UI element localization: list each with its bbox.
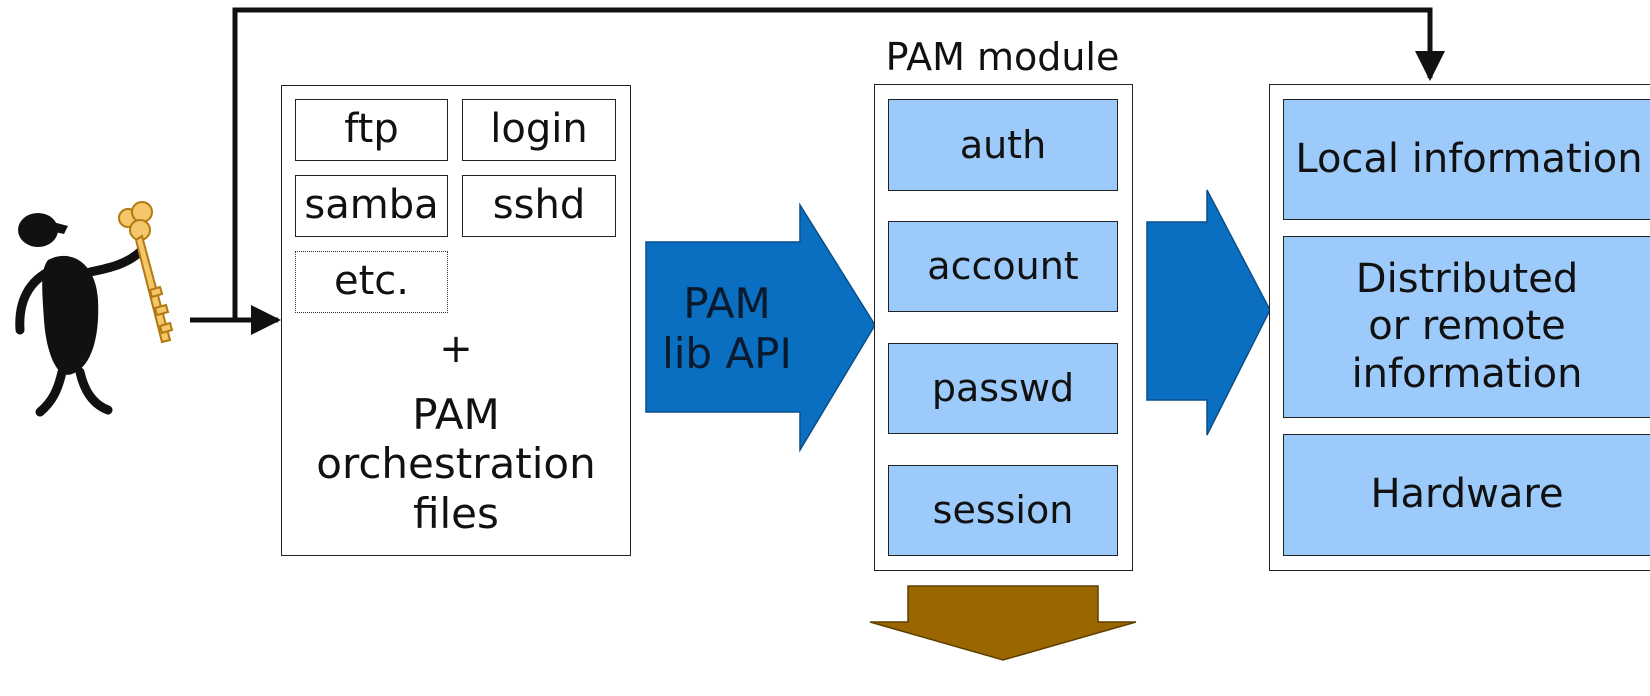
module-to-info-arrow [1146, 189, 1271, 436]
service-samba: samba [295, 175, 448, 237]
service-etc: etc. [295, 251, 448, 313]
api-arrow [645, 202, 876, 453]
service-ftp: ftp [295, 99, 448, 161]
module-account: account [888, 221, 1118, 312]
module-auth: auth [888, 99, 1118, 191]
info-distributed: Distributed or remote information [1283, 236, 1650, 418]
module-title: PAM module [885, 35, 1120, 79]
config-box [281, 85, 631, 556]
plus-sign: + [439, 326, 473, 372]
module-session: session [888, 465, 1118, 556]
info-hardware: Hardware [1283, 434, 1650, 556]
orchestration-files-caption: PAM orchestration files [316, 389, 596, 538]
user-with-key-icon [15, 201, 174, 417]
api-arrow-label: PAM lib API [662, 279, 792, 378]
module-passwd: passwd [888, 343, 1118, 434]
service-login: login [462, 99, 616, 161]
down-arrow [869, 585, 1137, 661]
info-local: Local information [1283, 99, 1650, 220]
flow-connector [190, 7, 1445, 335]
service-sshd: sshd [462, 175, 616, 237]
